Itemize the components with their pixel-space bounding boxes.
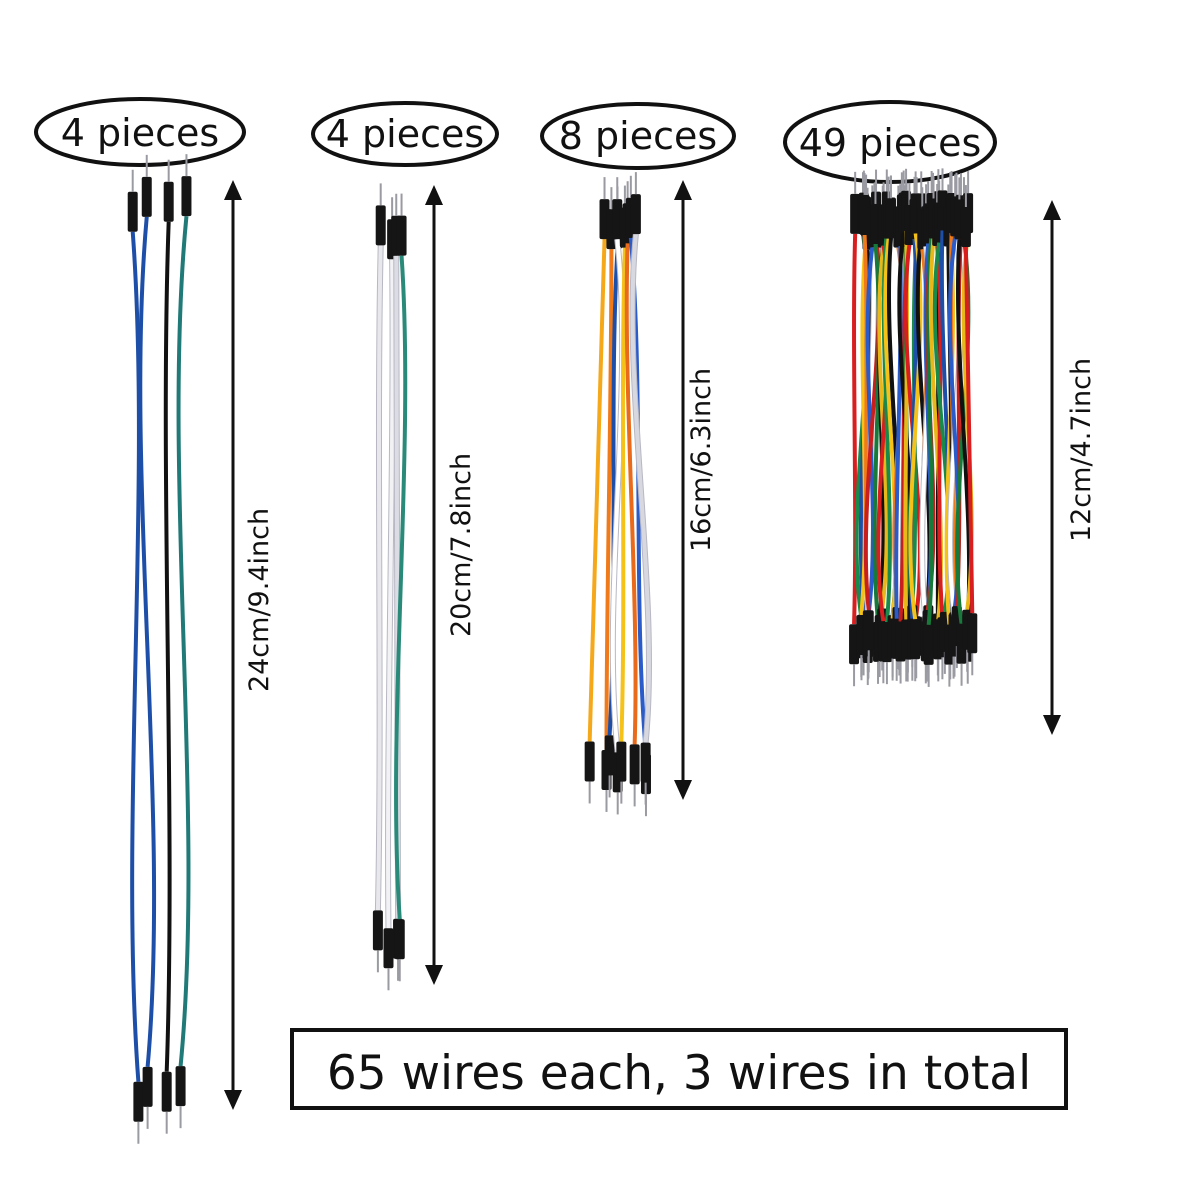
wire (963, 246, 975, 614)
wire-connector-top (850, 193, 861, 234)
wire-bundle-3 (584, 172, 652, 817)
dimension-arrow-3 (674, 180, 692, 800)
pieces-oval-1 (34, 97, 246, 167)
wire-connector-bottom (394, 919, 405, 960)
wire (375, 245, 383, 911)
wire-connector-bottom (175, 1066, 186, 1107)
wire-connector-bottom (923, 624, 934, 665)
wire-connector-bottom (910, 619, 921, 660)
wire-connector-top (375, 205, 386, 246)
length-label-3: 16cm/6.3inch (686, 368, 717, 552)
dimension-arrow-1 (224, 180, 242, 1110)
wire-bundle-1 (127, 154, 192, 1144)
wire-connector-top (141, 176, 152, 217)
pieces-label-2: 4 pieces (326, 112, 484, 156)
pieces-label-3: 8 pieces (559, 114, 717, 158)
wire-connector-top (127, 191, 138, 232)
wire (630, 233, 651, 743)
wire-connector-top (960, 207, 971, 248)
total-caption: 65 wires each, 3 wires in total (290, 1028, 1068, 1110)
pieces-oval-2 (311, 101, 499, 167)
wire (624, 243, 638, 745)
pieces-label-4: 49 pieces (799, 121, 982, 165)
wire-connector-bottom (967, 613, 978, 654)
dimension-arrow-2 (425, 185, 443, 985)
wire (130, 231, 141, 1082)
wire-group-20cm: 4 pieces 20cm/7.8inch (311, 101, 499, 991)
length-label-1: 24cm/9.4inch (244, 508, 275, 692)
wire-connector-bottom (161, 1071, 172, 1112)
wire-connector-top (163, 181, 174, 222)
wire-connector-top (396, 215, 407, 256)
wire (610, 238, 625, 753)
wire (852, 233, 858, 625)
wire-connector-bottom (640, 742, 651, 783)
wire (935, 245, 945, 618)
wire-connector-bottom (372, 910, 383, 951)
wire-connector-bottom (629, 744, 640, 785)
wire (604, 249, 614, 750)
wire (619, 247, 627, 742)
wire-bundle-4 (849, 168, 978, 687)
wire (386, 259, 395, 929)
pieces-label-1: 4 pieces (61, 111, 219, 155)
length-label-2: 20cm/7.8inch (446, 453, 477, 637)
total-caption-text: 65 wires each, 3 wires in total (327, 1046, 1031, 1101)
wire-group-12cm: 49 pieces 12cm/4.7inch (783, 100, 1097, 735)
wire (393, 255, 401, 919)
wire-connector-top (630, 194, 641, 235)
wire-connector-bottom (616, 741, 627, 782)
wire-connector-bottom (863, 610, 874, 651)
wire-group-16cm: 8 pieces 16cm/6.3inch (540, 102, 736, 817)
wire-connector-top (859, 194, 870, 235)
wire (176, 215, 191, 1067)
total-caption-box (290, 1028, 1068, 1110)
wire (394, 255, 408, 920)
wire (926, 232, 934, 626)
wire-connector-top (612, 199, 623, 240)
wire-connector-bottom (142, 1066, 153, 1107)
wire-connector-bottom (584, 741, 595, 782)
wire-group-24cm: 4 pieces 24cm/9.4inch (34, 97, 275, 1144)
wire-connector-bottom (604, 735, 615, 776)
wire-connector-bottom (383, 928, 394, 969)
wire-connector-top (181, 176, 192, 217)
wire (587, 239, 607, 742)
wire-bundle-2 (372, 183, 408, 991)
wire (138, 216, 157, 1068)
pieces-oval-3 (540, 102, 736, 170)
length-label-4: 12cm/4.7inch (1066, 358, 1097, 542)
dimension-arrow-4 (1043, 200, 1061, 735)
wire-connector-bottom (133, 1081, 144, 1122)
wire (163, 221, 172, 1072)
